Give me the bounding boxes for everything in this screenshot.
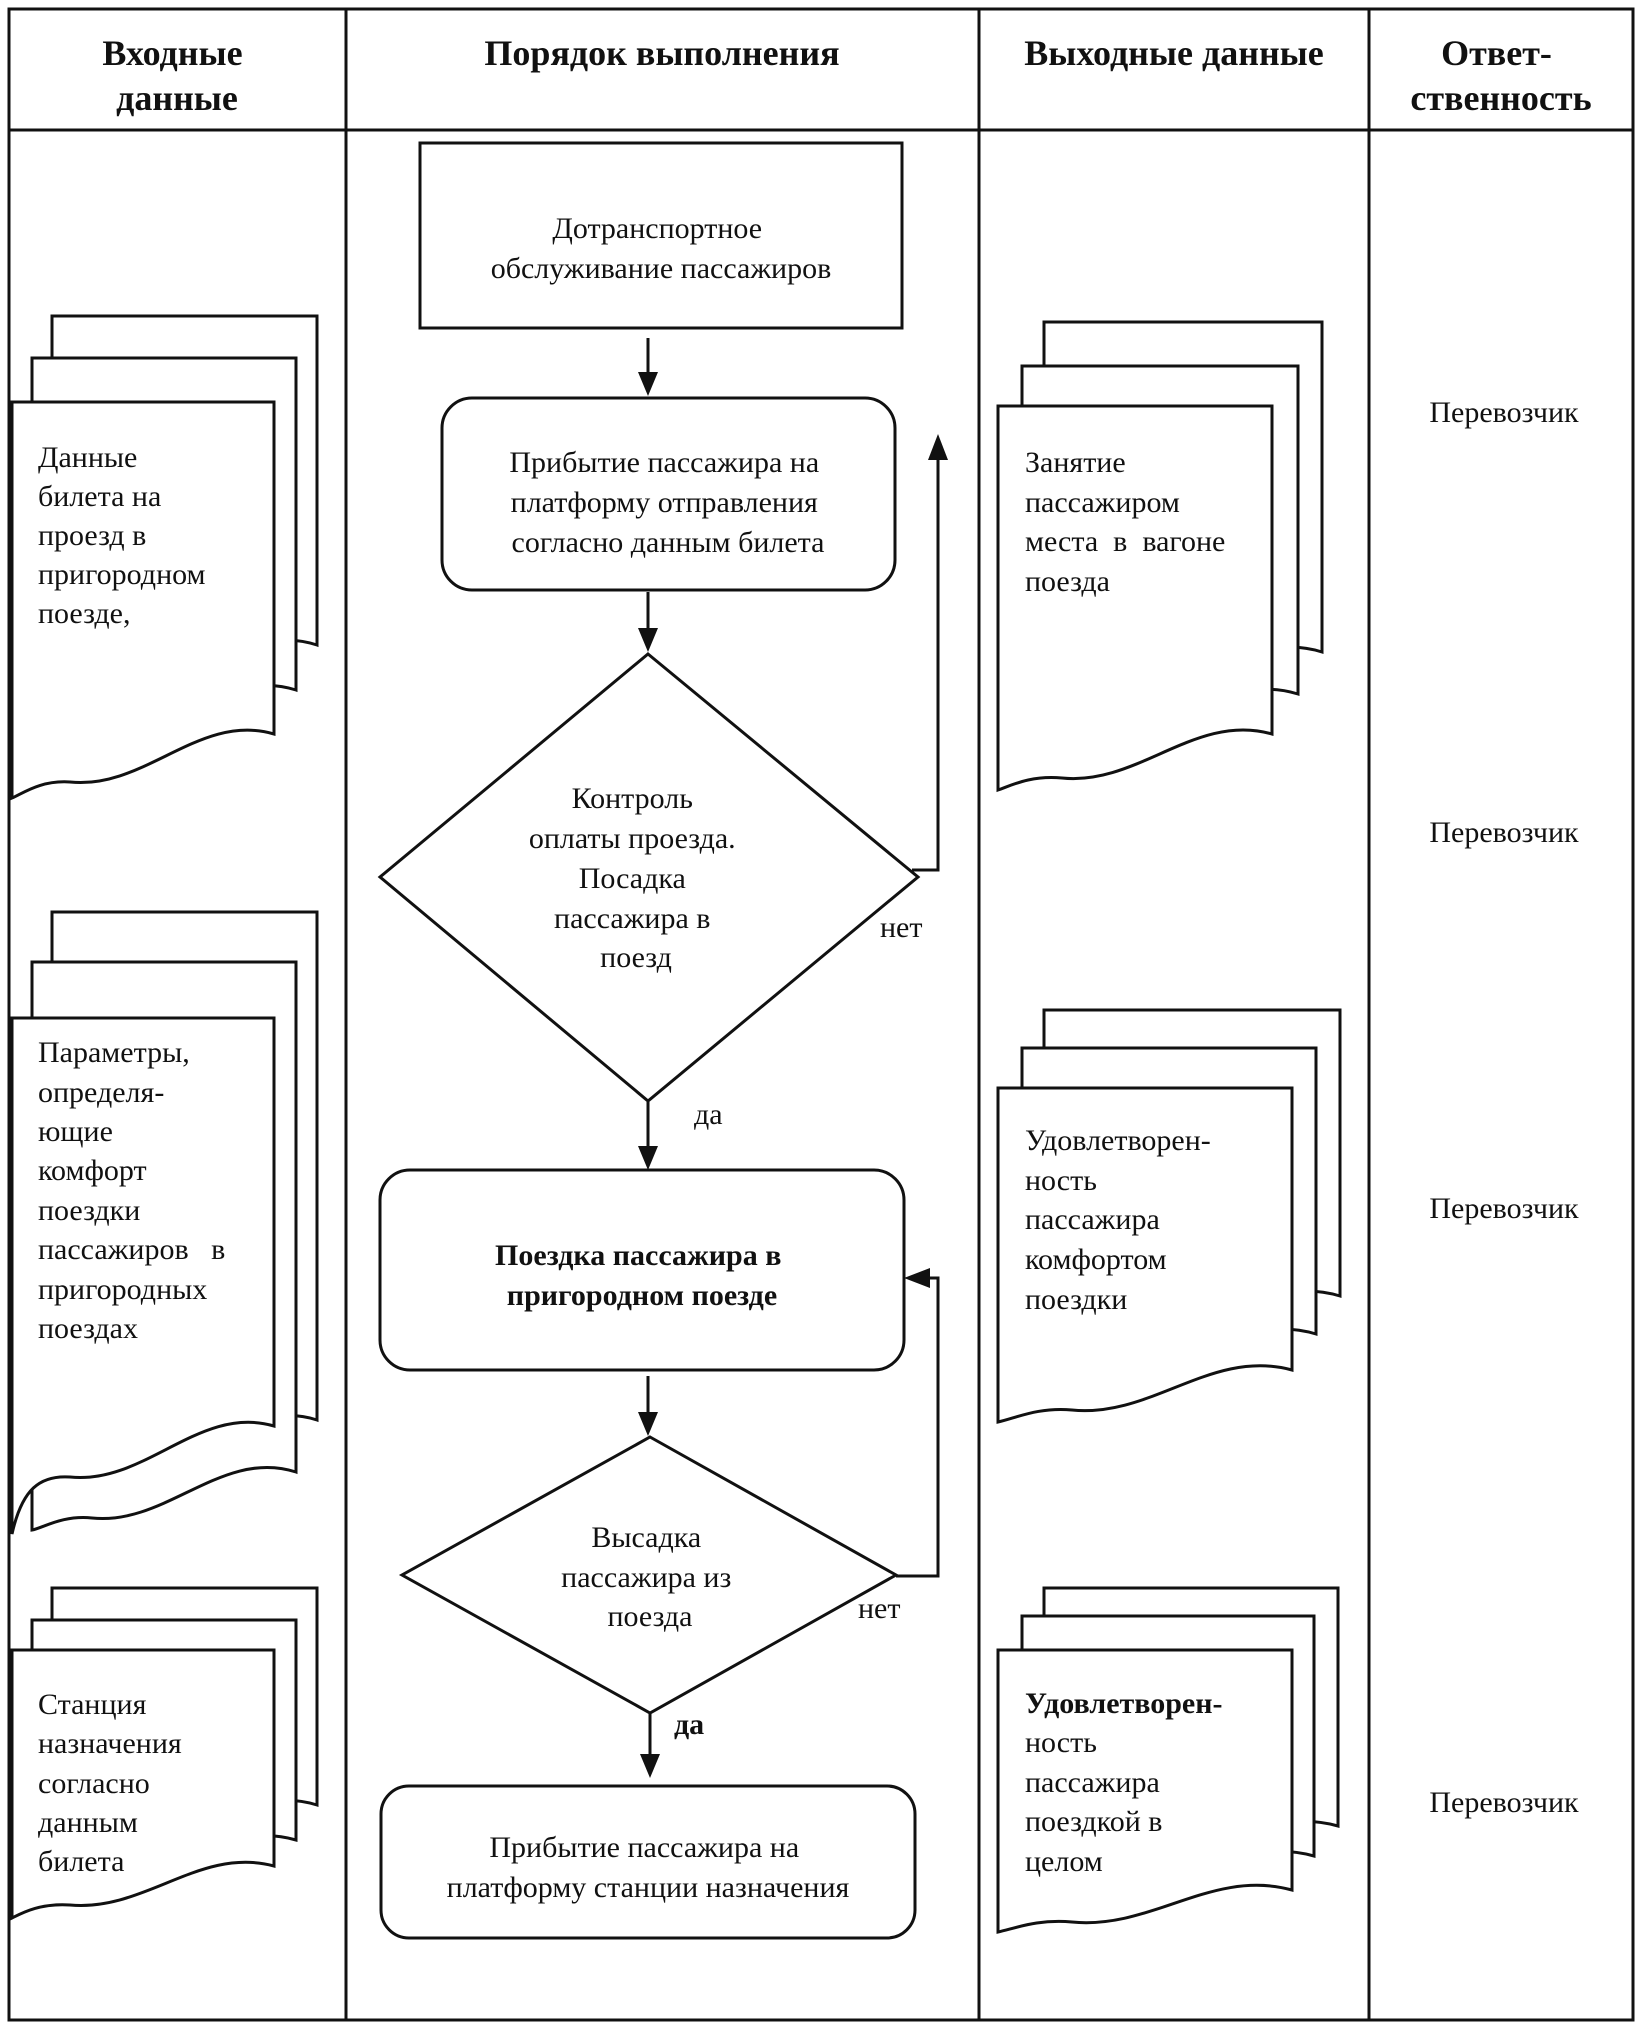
- svg-text:Удовлетворен- ность: Удовлетворен- ность пассажира комфортом …: [1025, 1124, 1218, 1316]
- input-document-1: Данные билета на проезд в пригородном по…: [10, 314, 319, 801]
- responsibility-4: Перевозчик: [1429, 1786, 1579, 1819]
- input-document-3: Станция назначения согласно данным билет…: [10, 1586, 319, 1921]
- header-outputs: Выходные данные: [1024, 33, 1324, 73]
- svg-text:Прибытие пассажира на пл: Прибытие пассажира на платформу станции …: [447, 1831, 850, 1904]
- header-process: Порядок выполнения: [484, 33, 839, 73]
- header-responsibility: Ответ- ственность: [1410, 33, 1591, 118]
- svg-text:Удовлетворен-: Удовлетворен-: [1025, 1687, 1223, 1720]
- svg-text:Контроль оплаты проезда.: Контроль оплаты проезда. Посадка пассажи…: [529, 782, 743, 974]
- svg-text:Прибытие пассажира на пл: Прибытие пассажира на платформу отправле…: [509, 446, 826, 559]
- svg-text:Высадка пассажира из: Высадка пассажира из поезда: [561, 1521, 739, 1633]
- decision-ticket-control: Контроль оплаты проезда. Посадка пассажи…: [377, 652, 921, 1103]
- svg-text:ность пассажира по: ность пассажира поездкой в целом: [1025, 1726, 1170, 1878]
- decision2-yes-label: да: [674, 1708, 704, 1741]
- decision1-no-label: нет: [880, 911, 922, 944]
- output-document-3: Удовлетворен- ность пассажира поездкой в…: [996, 1586, 1340, 1934]
- process-step-arrival-destination: Прибытие пассажира на платформу станции …: [379, 1784, 917, 1940]
- svg-text:Дотранспортное обслужива: Дотранспортное обслуживание пассажиров: [491, 212, 832, 285]
- svg-text:Поездка пассажира в приг: Поездка пассажира в пригородном поезде: [495, 1239, 789, 1312]
- decision-disembark: Высадка пассажира из поезда: [398, 1435, 900, 1715]
- svg-text:Параметры, определя-: Параметры, определя- ющие комфорт поездк…: [38, 1036, 233, 1345]
- process-step-pretransport: Дотранспортное обслуживание пассажиров: [418, 141, 904, 330]
- process-step-arrival-platform: Прибытие пассажира на платформу отправле…: [440, 396, 897, 592]
- responsibility-1: Перевозчик: [1429, 396, 1579, 429]
- responsibility-3: Перевозчик: [1429, 1192, 1579, 1225]
- output-document-1: Занятие пассажиром места в вагоне поезда: [996, 320, 1324, 793]
- decision1-yes-label: да: [694, 1098, 723, 1131]
- output-document-2: Удовлетворен- ность пассажира комфортом …: [996, 1008, 1342, 1424]
- input-document-2: Параметры, определя- ющие комфорт поездк…: [10, 910, 319, 1535]
- table-grid: [7, 7, 1635, 2022]
- header-inputs: Входные данные: [102, 33, 251, 118]
- svg-text:Занятие пассажиром: Занятие пассажиром места в вагоне поезда: [1025, 446, 1233, 598]
- svg-text:Станция назначения: Станция назначения согласно данным билет…: [38, 1688, 189, 1878]
- responsibility-2: Перевозчик: [1429, 816, 1579, 849]
- flow-connectors: [638, 338, 948, 1778]
- process-step-trip: Поездка пассажира в пригородном поезде: [378, 1168, 906, 1372]
- svg-text:Данные билета на п: Данные билета на проезд в пригородном по…: [38, 441, 213, 630]
- decision2-no-label: нет: [858, 1592, 900, 1625]
